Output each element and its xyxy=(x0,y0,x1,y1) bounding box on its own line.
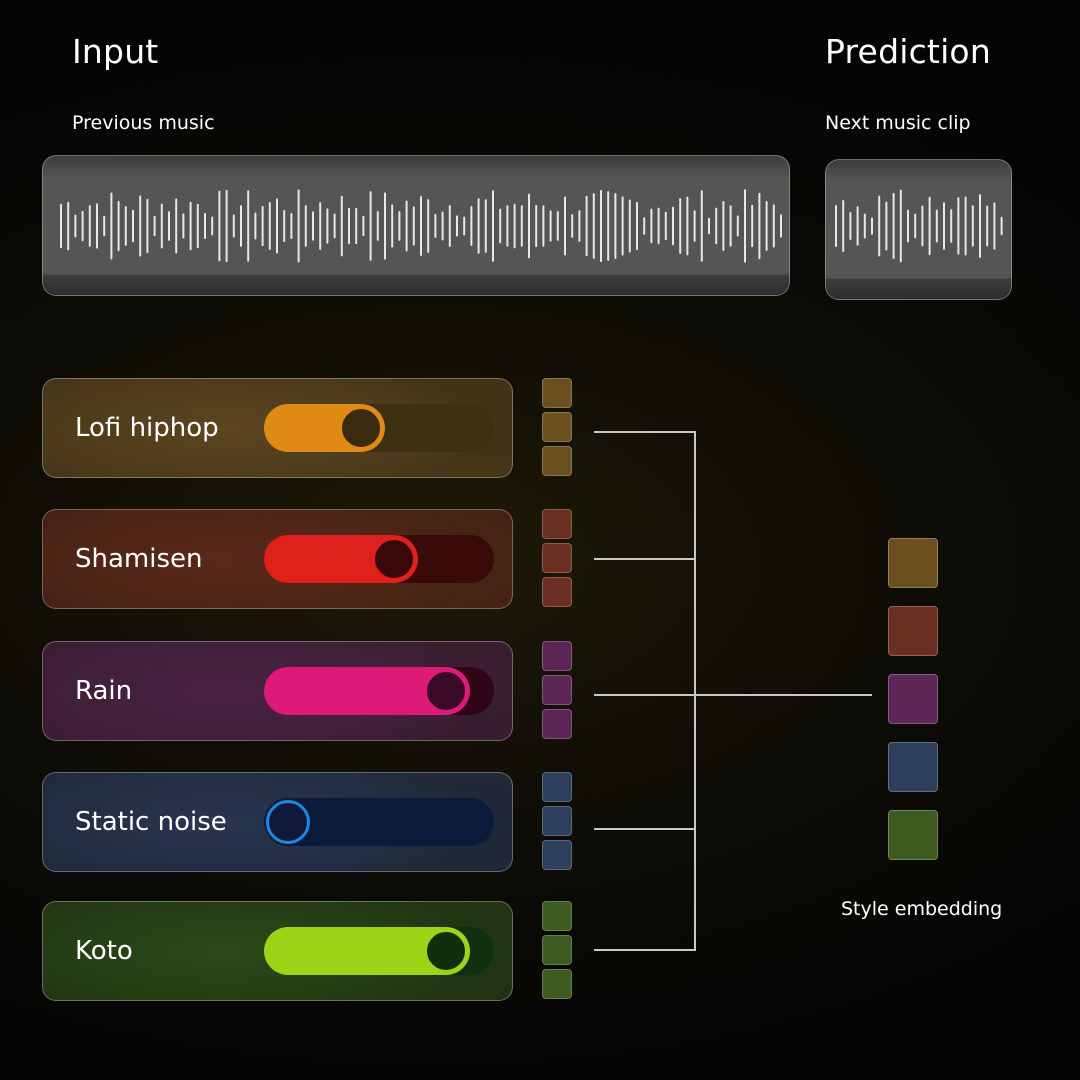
slider-knob[interactable] xyxy=(424,929,469,973)
style-label: Shamisen xyxy=(75,544,203,574)
style-token xyxy=(542,577,572,607)
prediction-subtitle: Next music clip xyxy=(825,112,971,134)
slider-knob[interactable] xyxy=(266,800,310,844)
style-token xyxy=(542,935,572,965)
style-token xyxy=(542,543,572,573)
style-label: Static noise xyxy=(75,807,227,837)
style-token xyxy=(542,969,572,999)
style-embedding-label: Style embedding xyxy=(841,898,1003,920)
style-weight-slider[interactable] xyxy=(264,404,494,452)
style-token xyxy=(542,509,572,539)
previous-music-waveform xyxy=(42,155,790,296)
style-label: Koto xyxy=(75,936,133,966)
style-token xyxy=(542,840,572,870)
style-token xyxy=(542,412,572,442)
style-token xyxy=(542,772,572,802)
style-label: Rain xyxy=(75,676,133,706)
slider-knob[interactable] xyxy=(424,669,469,713)
style-row-rain: Rain xyxy=(42,641,513,741)
input-subtitle: Previous music xyxy=(72,112,215,134)
style-embedding-cell xyxy=(888,606,938,656)
style-token xyxy=(542,806,572,836)
style-token xyxy=(542,641,572,671)
prediction-title: Prediction xyxy=(825,32,991,71)
style-weight-slider[interactable] xyxy=(264,798,494,846)
waveform-icon xyxy=(835,189,1003,263)
style-row-lofi-hiphop: Lofi hiphop xyxy=(42,378,513,478)
style-weight-slider[interactable] xyxy=(264,535,494,583)
style-embedding-cell xyxy=(888,674,938,724)
style-row-shamisen: Shamisen xyxy=(42,509,513,609)
style-label: Lofi hiphop xyxy=(75,413,219,443)
style-token xyxy=(542,901,572,931)
style-weight-slider[interactable] xyxy=(264,927,494,975)
input-title: Input xyxy=(72,32,159,71)
next-music-clip-waveform xyxy=(825,159,1012,300)
style-weight-slider[interactable] xyxy=(264,667,494,715)
style-row-koto: Koto xyxy=(42,901,513,1001)
slider-knob[interactable] xyxy=(338,406,383,450)
style-token xyxy=(542,378,572,408)
style-embedding-cell xyxy=(888,538,938,588)
waveform-icon xyxy=(60,189,782,263)
style-row-static-noise: Static noise xyxy=(42,772,513,872)
style-embedding-cell xyxy=(888,742,938,792)
style-token xyxy=(542,446,572,476)
style-token xyxy=(542,675,572,705)
slider-knob[interactable] xyxy=(371,537,416,581)
style-token xyxy=(542,709,572,739)
style-embedding-cell xyxy=(888,810,938,860)
